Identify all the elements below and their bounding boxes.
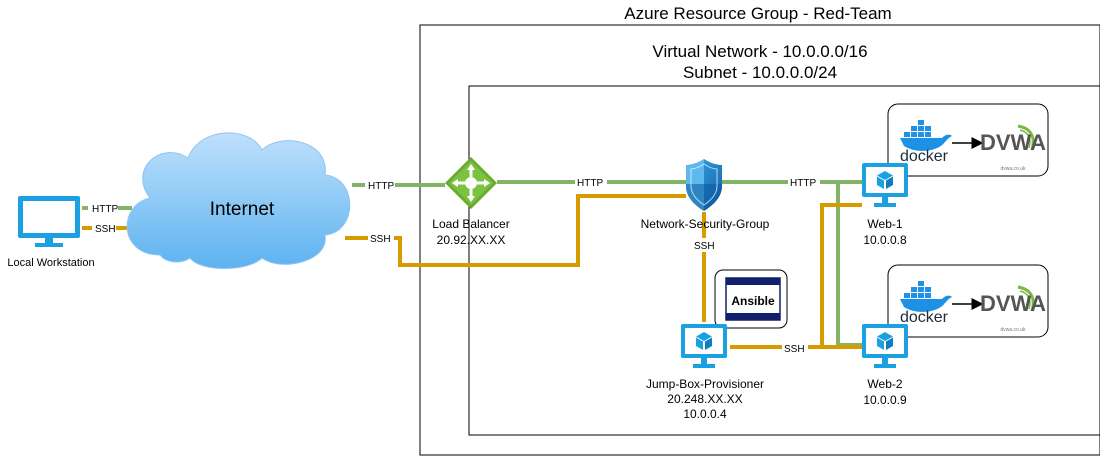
web2-container-panel [887, 264, 1049, 338]
web1-container-panel [887, 103, 1049, 177]
lb-http-label: HTTP [368, 181, 394, 192]
jumpbox-public-ip: 20.248.XX.XX [667, 392, 742, 406]
web2-dvwa-label: DVWA [980, 291, 1046, 316]
web1-dvwa-url: dvwa.co.uk [1000, 166, 1026, 172]
web2-name: Web-2 [867, 377, 902, 391]
web1-ip: 10.0.0.8 [863, 233, 907, 247]
jumpbox-web-ssh-link [730, 203, 862, 349]
resource-group-box [419, 24, 1100, 456]
web2-vm-icon [862, 324, 908, 368]
nsg-ssh-label: SSH [694, 241, 715, 252]
internet-nsg-ssh-link [345, 194, 686, 267]
web1-docker-label: docker [900, 148, 949, 165]
ansible-window-icon [725, 277, 781, 321]
workstation-icon [18, 196, 80, 247]
subnet-box [468, 85, 1100, 436]
workstation-ssh-label: SSH [95, 224, 116, 235]
resource-group-title: Azure Resource Group - Red-Team [624, 4, 891, 23]
web1-name: Web-1 [867, 217, 902, 231]
internet-label: Internet [210, 199, 275, 220]
load-balancer-name: Load Balancer [432, 217, 509, 231]
workstation-http-label: HTTP [92, 204, 118, 215]
ansible-label: Ansible [731, 294, 775, 308]
web1-dvwa-label: DVWA [980, 130, 1046, 155]
jumpbox-vm-icon [681, 324, 727, 368]
nsg-http-label: HTTP [577, 178, 603, 189]
load-balancer-icon [445, 157, 497, 209]
web1-http-label: HTTP [790, 178, 816, 189]
jumpbox-name: Jump-Box-Provisioner [646, 377, 764, 391]
nsg-shield-icon [686, 159, 722, 211]
lb-ssh-label: SSH [370, 234, 391, 245]
web2-ip: 10.0.0.9 [863, 393, 907, 407]
nsg-name: Network-Security-Group [641, 217, 770, 231]
web2-dvwa-url: dvwa.co.uk [1000, 327, 1026, 333]
jumpbox-ip: 10.0.0.4 [683, 407, 727, 421]
web1-vm-icon [862, 163, 908, 207]
jumpbox-ssh-label: SSH [784, 344, 805, 355]
load-balancer-ip: 20.92.XX.XX [437, 233, 506, 247]
internet-cloud-icon [126, 132, 351, 269]
workstation-label: Local Workstation [7, 257, 94, 269]
subnet-title: Subnet - 10.0.0.0/24 [683, 63, 837, 82]
vnet-title: Virtual Network - 10.0.0.0/16 [652, 42, 867, 61]
web2-docker-label: docker [900, 309, 949, 326]
